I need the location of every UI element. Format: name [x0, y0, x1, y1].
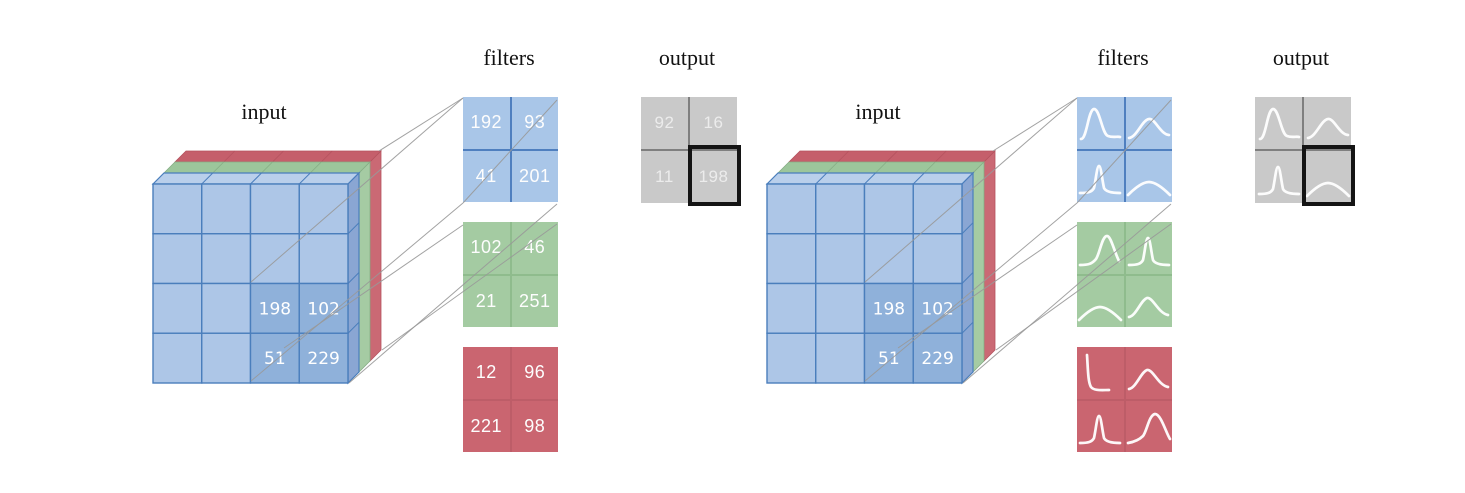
- curve-spike_decay: [1085, 353, 1111, 392]
- svg-text:198: 198: [873, 299, 905, 319]
- filter-cell: 46: [511, 222, 558, 274]
- svg-text:102: 102: [921, 299, 953, 319]
- filter-cell: 41: [463, 150, 510, 202]
- cell-value: 192: [470, 112, 503, 133]
- curve-bell_left: [1079, 107, 1122, 141]
- output-label: output: [1272, 45, 1330, 70]
- curve-bell_right: [1126, 412, 1172, 445]
- cell-value: 16: [703, 113, 724, 132]
- cell-value: 98: [524, 415, 546, 436]
- filter-cell: [1077, 275, 1124, 327]
- input-cube-and-connectors: 198 102 51 229: [151, 97, 558, 385]
- output-highlight-box: [1302, 145, 1355, 206]
- cell-value: 41: [475, 165, 497, 186]
- filter-grid-red: 12 96 221 98: [463, 347, 558, 452]
- filter-cell: 21: [463, 275, 510, 327]
- output-cell: 198: [690, 151, 737, 203]
- cell-value: 102: [470, 237, 503, 258]
- filter-cell: [1077, 150, 1124, 202]
- cell-value: 221: [470, 415, 503, 436]
- curve-bell_soft: [1306, 117, 1349, 140]
- filter-cell: 93: [511, 97, 558, 149]
- output-cell: [1255, 151, 1302, 203]
- cell-value: 96: [524, 362, 546, 383]
- output-cell: [1255, 97, 1302, 149]
- filter-grid-green: 102 46 21 251: [463, 222, 558, 327]
- output-cell: 92: [641, 97, 688, 149]
- curve-bell_left: [1258, 107, 1300, 141]
- filter-cell: [1125, 400, 1172, 452]
- filters-label: filters: [483, 45, 535, 70]
- cell-value: 92: [654, 113, 675, 132]
- output-cell: [1304, 151, 1351, 203]
- filter-cell: [1125, 222, 1172, 274]
- curve-bell_narrow: [1078, 414, 1122, 445]
- filter-grid-blue: 192 93 41 201: [463, 97, 558, 202]
- cell-value: 198: [698, 167, 729, 186]
- curve-bell_med: [1127, 368, 1170, 391]
- curve-bell_narrow: [1127, 236, 1171, 267]
- filter-cell: 96: [511, 347, 558, 399]
- output-cell: [1304, 97, 1351, 149]
- curve-rise_bell: [1078, 234, 1121, 267]
- svg-text:51: 51: [878, 349, 900, 369]
- filter-cell: 221: [463, 400, 510, 452]
- input-label: input: [241, 99, 287, 124]
- svg-text:102: 102: [307, 299, 339, 319]
- svg-text:198: 198: [259, 299, 291, 319]
- filter-grid-red: [1077, 347, 1172, 452]
- output-grid: 92 16 11 198: [641, 97, 737, 203]
- curve-bump_wide: [1126, 180, 1172, 197]
- output-highlight-box: [688, 145, 741, 206]
- curve-bump_wide: [1305, 181, 1350, 198]
- curve-bell_narrow: [1257, 165, 1300, 196]
- cell-value: 11: [655, 167, 674, 186]
- cell-value: 201: [518, 165, 551, 186]
- input-cube-and-connectors: 198 102 51 229: [765, 97, 1172, 385]
- diagram-numeric-convolution: input filters output 198 102 51 229 192 93 41…: [130, 0, 775, 493]
- svg-text:229: 229: [921, 349, 953, 369]
- filter-cell: [1077, 97, 1124, 149]
- filter-cell: 201: [511, 150, 558, 202]
- cell-value: 12: [475, 362, 497, 383]
- curve-bell_soft: [1127, 117, 1171, 140]
- svg-text:229: 229: [307, 349, 339, 369]
- filter-cell: 192: [463, 97, 510, 149]
- filter-cell: 251: [511, 275, 558, 327]
- cell-value: 93: [524, 112, 546, 133]
- filter-grid-blue: [1077, 97, 1172, 202]
- filter-cell: [1077, 347, 1124, 399]
- cell-value: 46: [524, 237, 546, 258]
- input-label: input: [855, 99, 901, 124]
- filter-cell: 102: [463, 222, 510, 274]
- svg-text:51: 51: [264, 349, 286, 369]
- filters-label: filters: [1097, 45, 1149, 70]
- filter-cell: [1125, 150, 1172, 202]
- filter-cell: [1077, 400, 1124, 452]
- curve-bell_med: [1127, 296, 1170, 319]
- filter-cell: [1125, 275, 1172, 327]
- filter-cell: [1125, 347, 1172, 399]
- diagram-distribution-convolution: input filters output 198 102 51 229: [744, 0, 1389, 493]
- filter-cell: [1077, 222, 1124, 274]
- cell-value: 251: [518, 290, 551, 311]
- filter-cell: [1125, 97, 1172, 149]
- curve-bump_wide: [1077, 305, 1123, 322]
- output-label: output: [658, 45, 716, 70]
- cell-value: 21: [475, 290, 497, 311]
- filter-cell: 98: [511, 400, 558, 452]
- filter-grid-green: [1077, 222, 1172, 327]
- filter-cell: 12: [463, 347, 510, 399]
- output-cell: 16: [690, 97, 737, 149]
- output-cell: 11: [641, 151, 688, 203]
- curve-bell_narrow: [1078, 164, 1122, 195]
